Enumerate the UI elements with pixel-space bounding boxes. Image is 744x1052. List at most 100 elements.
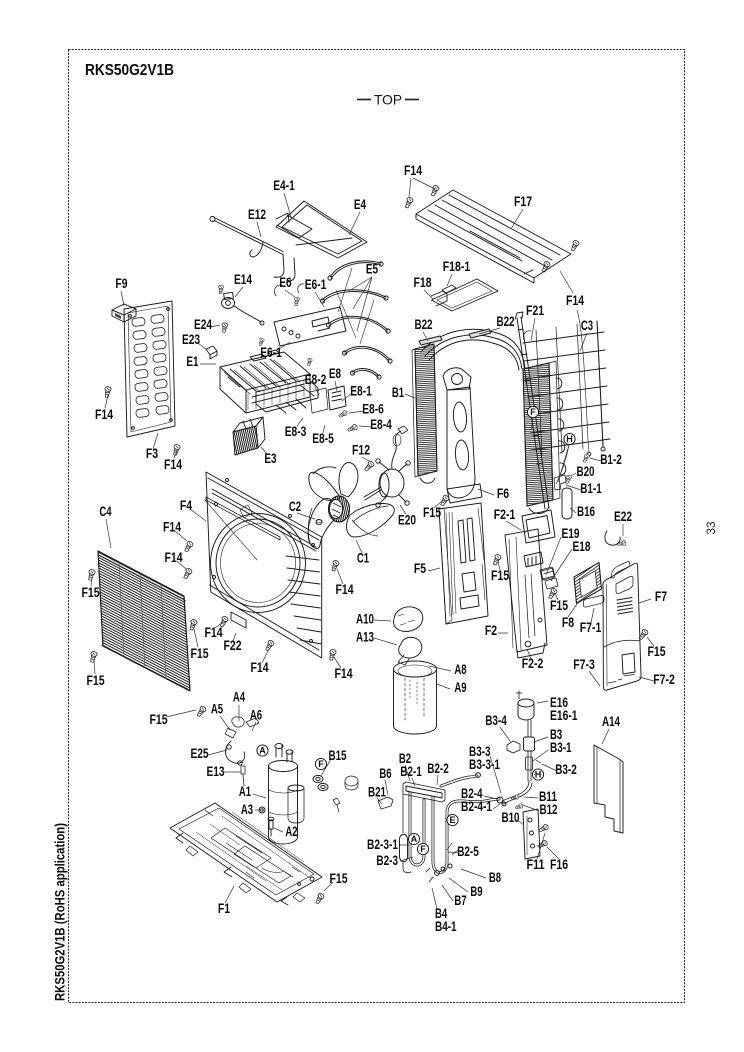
svg-text:F1: F1	[218, 901, 231, 916]
svg-text:F16: F16	[550, 857, 568, 872]
svg-text:F14: F14	[404, 163, 422, 178]
svg-text:B21: B21	[368, 785, 386, 800]
svg-text:B16: B16	[577, 504, 595, 519]
svg-text:C2: C2	[289, 499, 301, 514]
svg-text:E4: E4	[354, 197, 367, 212]
svg-text:B4-1: B4-1	[435, 919, 457, 934]
svg-text:F2-2: F2-2	[522, 656, 544, 671]
svg-text:B9: B9	[470, 884, 482, 899]
svg-text:B2: B2	[399, 751, 411, 766]
svg-text:B2-1: B2-1	[400, 764, 422, 779]
svg-text:B22: B22	[496, 314, 514, 329]
svg-text:B6: B6	[379, 766, 392, 781]
svg-text:A4: A4	[233, 690, 246, 705]
svg-text:E1: E1	[186, 354, 199, 369]
svg-text:F12: F12	[352, 443, 370, 458]
svg-text:E3: E3	[264, 451, 277, 466]
svg-text:F: F	[318, 759, 324, 769]
svg-text:E20: E20	[398, 513, 416, 528]
svg-text:A10: A10	[356, 612, 374, 627]
svg-text:A2: A2	[285, 824, 297, 839]
svg-text:E12: E12	[248, 207, 266, 222]
svg-text:F15: F15	[86, 673, 104, 688]
svg-text:B2-5: B2-5	[457, 844, 479, 859]
svg-text:A8: A8	[454, 662, 467, 677]
svg-text:E8-4: E8-4	[370, 417, 392, 432]
svg-text:E8-5: E8-5	[312, 431, 334, 446]
svg-text:F14: F14	[334, 666, 352, 681]
svg-text:B8: B8	[489, 870, 502, 885]
svg-text:F15: F15	[149, 712, 167, 727]
svg-text:F7-3: F7-3	[573, 657, 595, 672]
svg-text:B2-2: B2-2	[427, 761, 449, 776]
svg-text:F15: F15	[81, 585, 99, 600]
svg-text:B11: B11	[539, 789, 557, 804]
svg-text:F7-1: F7-1	[580, 620, 602, 635]
svg-text:A: A	[411, 834, 418, 844]
svg-text:RKS50G2V1B: RKS50G2V1B	[85, 62, 174, 79]
svg-text:F14: F14	[95, 407, 113, 422]
svg-text:E19: E19	[561, 526, 579, 541]
svg-text:E16-1: E16-1	[550, 708, 578, 723]
svg-text:B1-2: B1-2	[600, 452, 622, 467]
svg-text:A14: A14	[602, 714, 620, 729]
svg-text:F: F	[530, 407, 536, 417]
svg-text:B1-1: B1-1	[580, 481, 602, 496]
svg-text:E18: E18	[572, 539, 590, 554]
svg-text:F7-2: F7-2	[653, 672, 675, 687]
svg-text:B12: B12	[539, 802, 557, 817]
svg-text:E13: E13	[206, 764, 224, 779]
svg-text:F18-1: F18-1	[443, 259, 471, 274]
svg-text:E24: E24	[194, 317, 212, 332]
svg-text:F: F	[420, 844, 426, 854]
svg-text:E6-1: E6-1	[260, 345, 282, 360]
svg-text:F2-1: F2-1	[494, 507, 516, 522]
svg-text:B3: B3	[550, 727, 563, 742]
svg-text:C3: C3	[581, 318, 594, 333]
svg-text:F15: F15	[491, 568, 509, 583]
svg-text:F18: F18	[413, 275, 431, 290]
svg-text:F17: F17	[514, 194, 532, 209]
svg-text:B2-4-1: B2-4-1	[461, 799, 492, 814]
svg-text:F15: F15	[423, 505, 441, 520]
svg-text:F15: F15	[329, 871, 347, 886]
svg-text:E4-1: E4-1	[273, 178, 295, 193]
svg-text:E14: E14	[234, 272, 252, 287]
svg-text:E8-1: E8-1	[350, 384, 372, 399]
svg-text:F14: F14	[204, 625, 222, 640]
svg-text:A3: A3	[241, 802, 254, 817]
svg-text:F9: F9	[115, 276, 127, 291]
svg-text:F22: F22	[223, 638, 241, 653]
svg-text:E8-6: E8-6	[362, 402, 384, 417]
svg-text:F3: F3	[146, 446, 159, 461]
svg-text:H: H	[535, 770, 542, 780]
svg-text:A1: A1	[239, 784, 252, 799]
svg-text:RKS50G2V1B (RoHS application): RKS50G2V1B (RoHS application)	[53, 823, 68, 1001]
svg-text:E23: E23	[182, 332, 200, 347]
svg-text:F15: F15	[190, 646, 208, 661]
svg-text:E8-2: E8-2	[305, 372, 327, 387]
svg-text:F2: F2	[485, 623, 497, 638]
svg-text:B2-3: B2-3	[376, 853, 398, 868]
svg-text:TOP: TOP	[374, 92, 402, 108]
svg-text:H: H	[566, 434, 573, 444]
svg-text:F14: F14	[335, 582, 353, 597]
svg-text:F7: F7	[655, 589, 667, 604]
svg-text:C4: C4	[99, 504, 112, 519]
svg-text:B10: B10	[501, 810, 519, 825]
svg-text:F14: F14	[164, 550, 182, 565]
svg-text:F14: F14	[163, 520, 181, 535]
svg-text:F11: F11	[526, 857, 544, 872]
svg-text:F5: F5	[414, 561, 427, 576]
svg-text:F6: F6	[497, 486, 510, 501]
svg-text:E16: E16	[550, 695, 568, 710]
svg-text:B7: B7	[454, 893, 466, 908]
svg-text:F8: F8	[562, 615, 575, 630]
svg-text:E25: E25	[190, 746, 208, 761]
svg-text:E: E	[449, 815, 455, 825]
svg-text:F14: F14	[566, 293, 584, 308]
svg-text:33: 33	[706, 522, 718, 535]
svg-text:B3-3: B3-3	[469, 744, 491, 759]
svg-text:B3-2: B3-2	[555, 762, 577, 777]
svg-text:B3-1: B3-1	[550, 740, 572, 755]
